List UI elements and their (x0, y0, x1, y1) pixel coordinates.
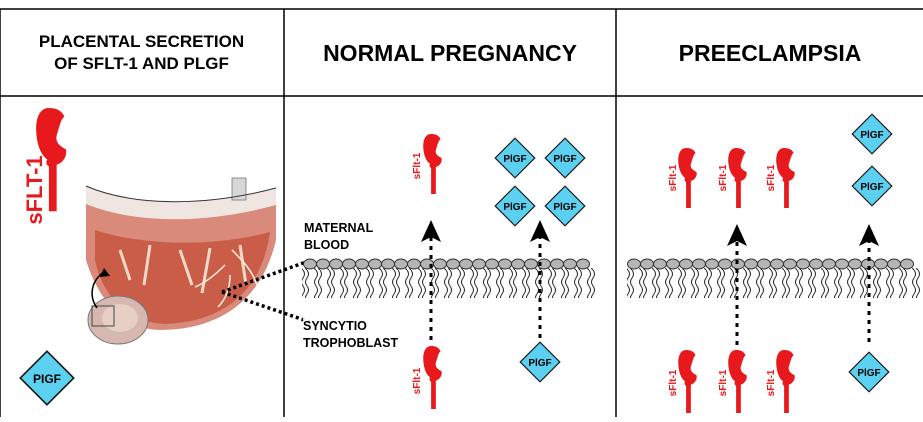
label-line: BLOOD (304, 237, 384, 254)
phospholipid-head (693, 259, 706, 269)
phospholipid-head (512, 259, 525, 269)
label-line: TROPHOBLAST (303, 335, 398, 352)
phospholipid-head (628, 259, 641, 269)
phospholipid-head (641, 259, 654, 269)
plgf-label: PlGF (503, 154, 526, 165)
phospholipid-head (680, 259, 693, 269)
plgf-legend-label: PIGF (33, 372, 61, 386)
sflt1-label: sFlt-1 (766, 164, 777, 191)
sflt1-label: sFlt-1 (668, 369, 679, 396)
phospholipid-head (797, 259, 810, 269)
label-syncytiotrophoblast: SYNCYTIO TROPHOBLAST (303, 318, 398, 352)
phospholipid-head (369, 259, 382, 269)
phospholipid-head (823, 259, 836, 269)
phospholipid-head (330, 259, 343, 269)
sflt1-legend-label: sFLT-1 (22, 155, 47, 224)
phospholipid-head (810, 259, 823, 269)
header-line-1: PLACENTAL SECRETION (39, 31, 244, 53)
membrane-preeclampsia (627, 259, 923, 298)
plgf-label: PlGF (503, 202, 526, 213)
phospholipid-head (382, 259, 395, 269)
phospholipid-head (486, 259, 499, 269)
sflt1-icon (776, 148, 794, 208)
phospholipid-head (356, 259, 369, 269)
sflt1-icon (678, 148, 696, 208)
phospholipid-head (304, 259, 317, 269)
phospholipid-head (745, 259, 758, 269)
phospholipid-head (901, 259, 914, 269)
phospholipid-head (564, 259, 577, 269)
sflt1-label: sFlt-1 (412, 367, 423, 394)
phospholipid-head (317, 259, 330, 269)
phospholipid-head (667, 259, 680, 269)
phospholipid-head (499, 259, 512, 269)
sflt1-label: sFlt-1 (412, 152, 423, 179)
label-line: MATERNAL (304, 220, 384, 237)
phospholipid-head (849, 259, 862, 269)
phospholipid-head (434, 259, 447, 269)
phospholipid-head (836, 259, 849, 269)
phospholipid-head (888, 259, 901, 269)
label-line: SYNCYTIO (303, 318, 398, 335)
sflt1-icon (423, 134, 441, 194)
plgf-label: PlGF (860, 182, 883, 193)
phospholipid-head (706, 259, 719, 269)
header-line-2: OF SFLT-1 AND PLGF (39, 53, 244, 75)
header-placental-secretion: PLACENTAL SECRETION OF SFLT-1 AND PLGF (0, 10, 283, 96)
sflt1-label: sFlt-1 (718, 369, 729, 396)
header-preeclampsia: PREECLAMPSIA (617, 10, 923, 96)
phospholipid-head (408, 259, 421, 269)
phospholipid-head (460, 259, 473, 269)
plgf-label: PlGF (553, 202, 576, 213)
sflt1-icon (728, 148, 746, 208)
phospholipid-head (551, 259, 564, 269)
plgf-label: PlGF (857, 368, 880, 379)
fetus-in-uterus-illustration (88, 296, 148, 344)
phospholipid-head (447, 259, 460, 269)
phospholipid-head (395, 259, 408, 269)
phospholipid-head (771, 259, 784, 269)
phospholipid-head (719, 259, 732, 269)
header-normal-pregnancy: NORMAL PREGNANCY (285, 10, 615, 96)
phospholipid-head (875, 259, 888, 269)
phospholipid-head (525, 259, 538, 269)
phospholipid-head (577, 259, 590, 269)
sflt1-icon (776, 350, 794, 413)
phospholipid-head (473, 259, 486, 269)
sflt1-icon (423, 346, 441, 409)
phospholipid-head (758, 259, 771, 269)
label-maternal-blood: MATERNAL BLOOD (304, 220, 384, 254)
plgf-label: PlGF (860, 130, 883, 141)
phospholipid-head (784, 259, 797, 269)
sflt1-label: sFlt-1 (766, 369, 777, 396)
phospholipid-head (343, 259, 356, 269)
membrane-normal (302, 259, 598, 298)
sflt1-icon (678, 350, 696, 413)
sflt1-icon (728, 350, 746, 413)
plgf-label: PlGF (528, 358, 551, 369)
sflt1-label: sFlt-1 (718, 164, 729, 191)
phospholipid-head (654, 259, 667, 269)
sflt1-label: sFlt-1 (668, 164, 679, 191)
plgf-label: PlGF (553, 154, 576, 165)
